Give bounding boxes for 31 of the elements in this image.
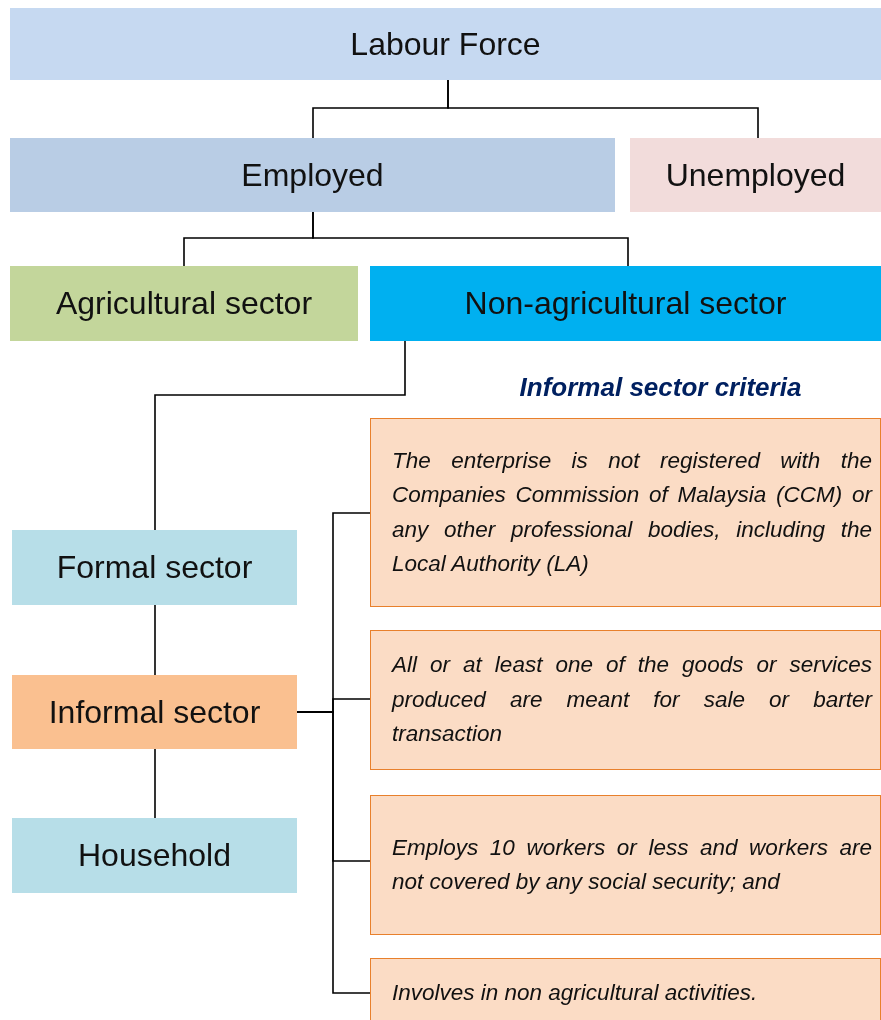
category-label: Unemployed (665, 156, 846, 194)
criteria-text: The enterprise is not registered with the Companies Commission of Malaysia (CCM) or any other professional bodies, including the Local Authority (LA) (392, 446, 872, 578)
connector-line (312, 211, 629, 267)
category-label: Informal sector (48, 693, 261, 731)
connector-line (447, 79, 759, 139)
category-label: Household (78, 837, 231, 874)
criteria-box (370, 418, 881, 607)
category-box (12, 818, 297, 893)
criteria-box (370, 958, 881, 1020)
category-box (12, 675, 297, 749)
category-box (370, 266, 881, 341)
category-label: Agricultural sector (55, 285, 313, 322)
category-label: Non-agricultural sector (464, 285, 787, 322)
criteria-text: All or at least one of the goods or services produced are meant for sale or barter transaction (392, 651, 872, 749)
connector-line (154, 604, 156, 676)
connector-line (154, 748, 156, 819)
category-label: Employed (241, 156, 384, 194)
connector-line (296, 711, 371, 994)
criteria-box (370, 795, 881, 935)
category-box (10, 266, 358, 341)
criteria-box (370, 630, 881, 770)
category-box (10, 8, 881, 80)
category-box (10, 138, 615, 212)
connector-line (154, 340, 406, 531)
section-heading: Informal sector criteria (518, 372, 803, 403)
category-box (630, 138, 881, 212)
category-label: Labour Force (350, 25, 541, 63)
category-label: Formal sector (56, 549, 253, 586)
category-box (12, 530, 297, 605)
criteria-text: Employs 10 workers or less and workers are not covered by any social security; and (392, 833, 872, 896)
criteria-text: Involves in non agricultural activities. (392, 978, 759, 1007)
